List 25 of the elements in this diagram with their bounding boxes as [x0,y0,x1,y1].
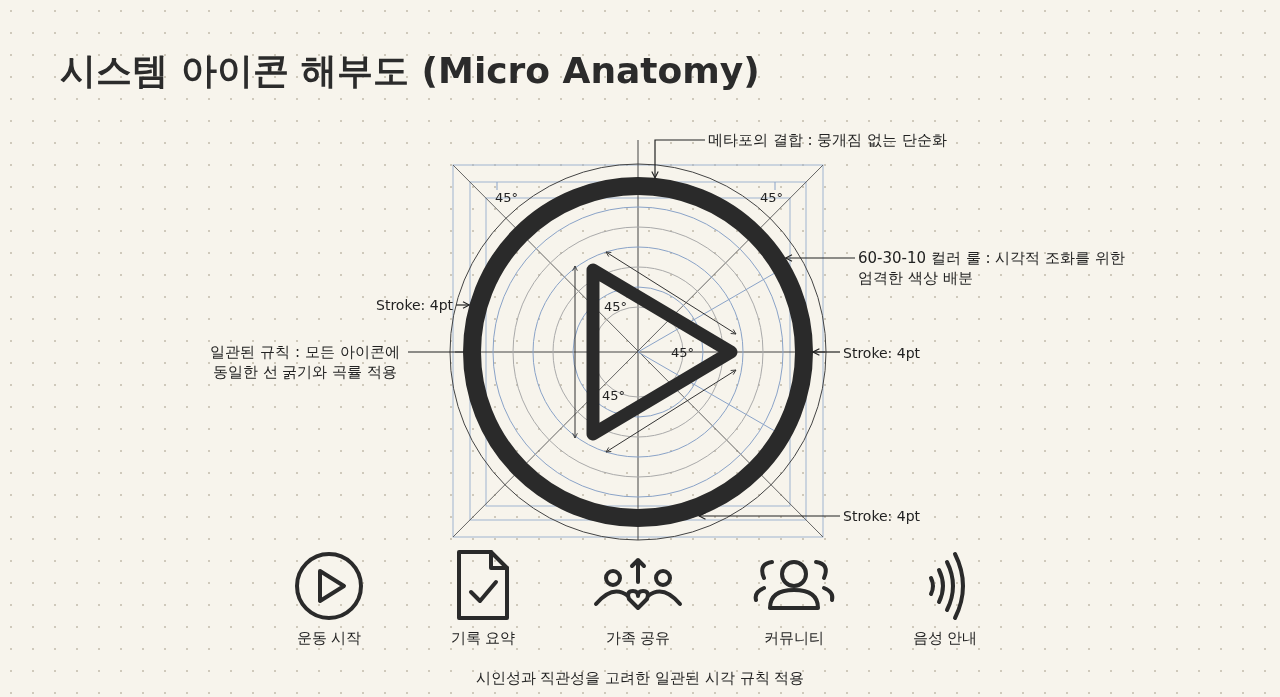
leader-line [651,139,706,179]
angle-label: 45° [495,189,519,207]
angle-label: 45° [602,387,626,405]
caption: 시인성과 직관성을 고려한 일관된 시각 규칙 적용 [474,668,806,688]
callout-text: Stroke: 4pt [376,295,454,315]
icon-caption: 운동 시작 [295,628,363,648]
leader-line [698,512,841,520]
angle-label: 45° [604,298,628,316]
callout-text: Stroke: 4pt [843,343,921,363]
icon-caption: 커뮤니티 [763,628,825,648]
leader-line [407,351,464,353]
icon-caption: 가족 공유 [604,628,672,648]
icon-caption: 음성 안내 [911,628,979,648]
callout-text: 메타포의 결합 : 뭉개짐 없는 단순화 [708,130,947,150]
angle-label: 45° [671,344,695,362]
leader-line [812,348,841,356]
angle-label: 45° [760,189,784,207]
title: 시스템 아이콘 해부도 (Micro Anatomy) [60,49,760,93]
leader-line [455,301,470,309]
icon-caption: 기록 요약 [449,628,517,648]
callout-text: Stroke: 4pt [843,506,921,526]
ring-outline [463,177,813,527]
leader-line [785,254,856,262]
callout-text: 60-30-10 컬러 룰 : 시각적 조화를 위한 엄격한 색상 배분 [858,248,1143,288]
callout-text: 일관된 규칙 : 모든 아이콘에 동일한 선 굵기와 곡률 적용 [205,342,405,382]
